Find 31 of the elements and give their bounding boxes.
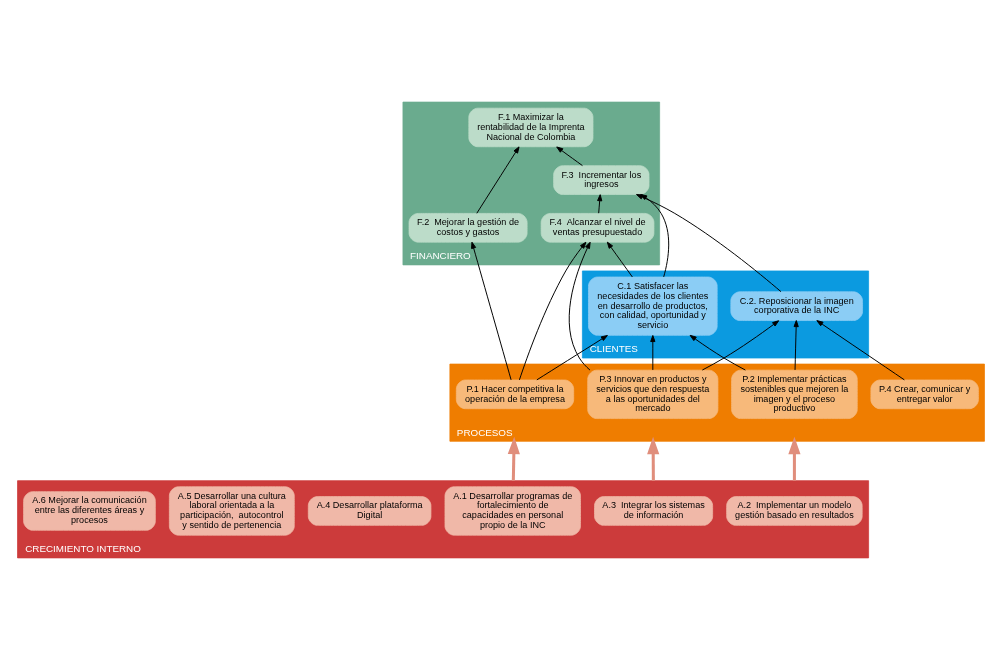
arrow (650, 335, 656, 371)
arrow (689, 334, 746, 371)
arrow (518, 241, 587, 381)
arrow (476, 146, 520, 214)
node-box: A.2 Implementar un modelo gestión basado en resultados (726, 496, 863, 526)
node-box: A.4 Desarrollar plataforma Digital (307, 496, 432, 526)
node-box: C.1 Satisfacer las necesidades de los clientes en desarrollo de productos, con calidad, oportunidad y servicio (588, 276, 718, 336)
node-box: F.1 Maximizar la rentabilidad de la Imprenta Nacional de Colombia (468, 107, 594, 148)
node-box: C.2. Reposicionar la imagen corporativa de la INC (730, 291, 863, 321)
arrow (701, 320, 780, 371)
arrow (793, 320, 799, 371)
node-box: P.1 Hacer competitiva la operación de la empresa (455, 379, 575, 410)
node-box: F.2 Mejorar la gestión de costos y gastos (408, 213, 528, 243)
node-box: P.4 Crear, comunicar y entregar valor (870, 379, 979, 410)
node-box: P.3 Innovar en productos y servicios que den respuesta a las oportunidades del mercado (587, 369, 719, 419)
arrow (597, 194, 603, 214)
arrow (556, 146, 583, 167)
node-box: F.3 Incrementar los ingresos (553, 165, 650, 195)
node-box: A.5 Desarrollar una cultura laboral orientada a la participación, autocontrol y sentido de pertenencia (168, 486, 295, 536)
node-box: A.6 Mejorar la comunicación entre las diferentes áreas y procesos (23, 491, 156, 531)
arrow (536, 335, 608, 381)
arrow (788, 436, 801, 481)
arrow (816, 320, 905, 381)
arrow (471, 241, 512, 381)
node-box: F.4 Alcanzar el nivel de ventas presupuestado (540, 213, 655, 243)
node-box: P.2 Implementar prácticas sostenibles que mejoren la imagen y el proceso productivo (731, 369, 858, 419)
node-box: A.1 Desarrollar programas de fortalecimiento de capacidades en personal propio de la INC (444, 486, 581, 536)
arrow (507, 436, 520, 481)
node-box: A.3 Integrar los sistemas de información (594, 496, 713, 526)
arrow (568, 241, 591, 371)
arrow (647, 436, 660, 481)
